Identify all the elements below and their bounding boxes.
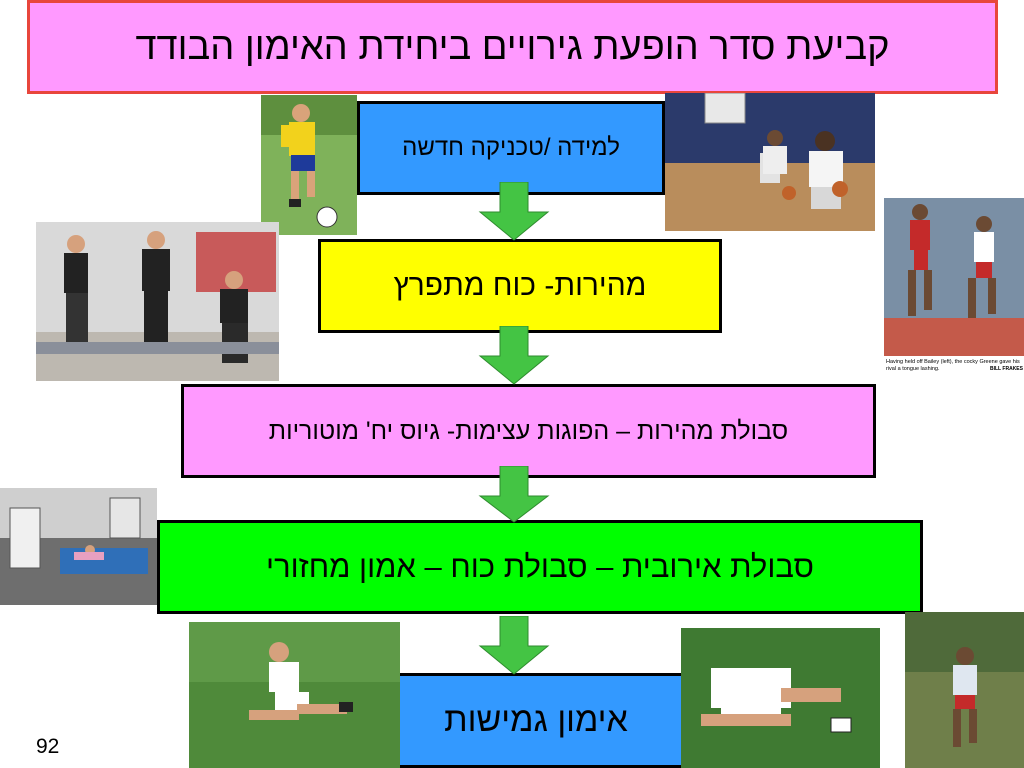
photo-gym-men	[36, 222, 279, 381]
step-label-flexibility: אימון גמישות	[444, 701, 628, 739]
flow-arrow-3	[478, 466, 550, 523]
step-label-power: מהירות- כוח מתפרץ	[393, 269, 647, 302]
flow-arrow-1	[478, 182, 550, 241]
photo-gym-room	[0, 488, 157, 605]
page-number: 92	[36, 735, 60, 758]
page-title: קביעת סדר הופעת גירויים ביחידת האימון הב…	[27, 0, 998, 94]
photo-sprinters: Having held off Bailey (left), the cocky…	[884, 198, 1024, 376]
flow-arrow-2	[478, 326, 550, 385]
step-box-flexibility: אימון גמישות	[382, 673, 690, 768]
photo-caption-line1: Having held off Bailey (left), the cocky…	[886, 359, 1020, 365]
step-box-speed-endurance: סבולת מהירות – הפוגות עצימות- גיוס יח' מ…	[181, 384, 876, 478]
photo-stretch-right	[681, 628, 880, 768]
photo-basketball	[665, 93, 875, 231]
step-box-technique: למידה /טכניקה חדשה	[357, 101, 665, 195]
step-label-speed-endurance: סבולת מהירות – הפוגות עצימות- גיוס יח' מ…	[268, 416, 789, 445]
step-box-power: מהירות- כוח מתפרץ	[318, 239, 722, 333]
photo-soccer-boy	[261, 95, 357, 235]
photo-stretch-left	[189, 622, 400, 768]
photo-trail-runner	[905, 612, 1024, 768]
step-box-aerobic: סבולת אירובית – סבולת כוח – אמון מחזורי	[157, 520, 923, 614]
flow-arrow-4	[478, 616, 550, 675]
photo-caption-credit: BILL FRAKES	[990, 366, 1024, 372]
step-label-aerobic: סבולת אירובית – סבולת כוח – אמון מחזורי	[266, 549, 814, 584]
photo-caption-line2: rival a tongue lashing.	[886, 366, 940, 372]
page-title-text: קביעת סדר הופעת גירויים ביחידת האימון הב…	[135, 25, 890, 68]
step-label-technique: למידה /טכניקה חדשה	[402, 134, 620, 161]
